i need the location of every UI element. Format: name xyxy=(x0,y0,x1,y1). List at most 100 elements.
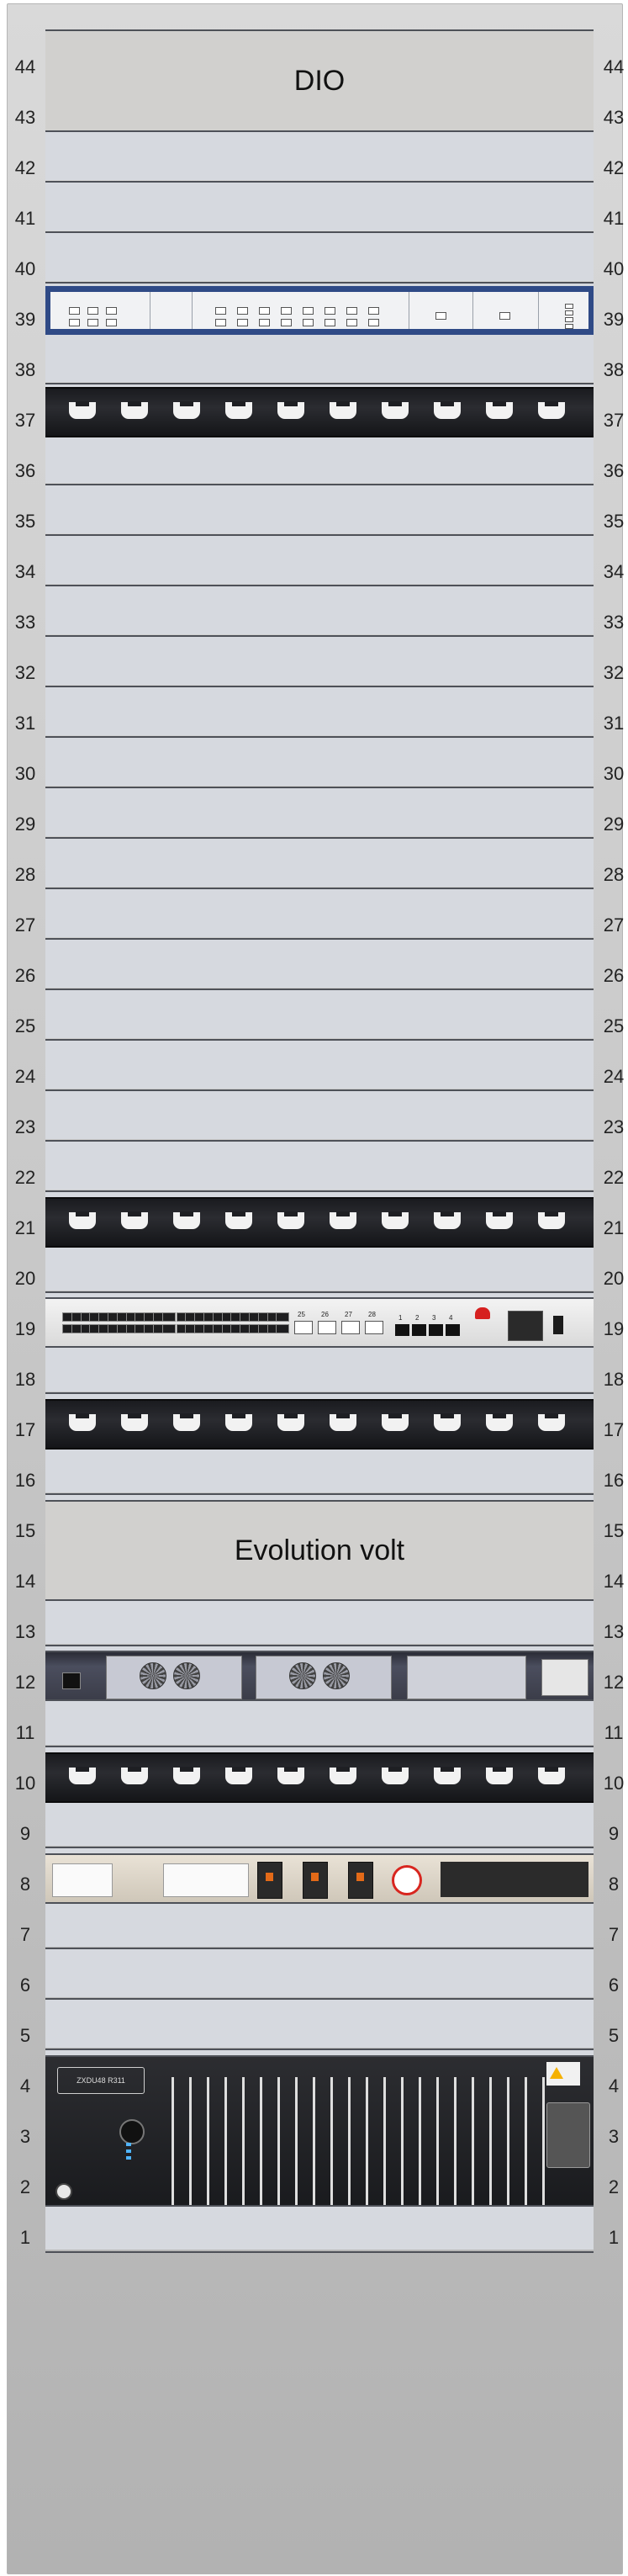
odf-port xyxy=(259,307,270,315)
unit-label: 43 xyxy=(603,107,625,128)
cable-slot xyxy=(121,401,148,419)
vent-slot xyxy=(330,2077,333,2205)
rack-slot xyxy=(45,1594,594,1644)
rack-slot xyxy=(45,1948,594,1997)
unit-label: 40 xyxy=(14,258,36,279)
unit-label: 29 xyxy=(14,814,36,835)
odf-module xyxy=(192,292,409,329)
breaker xyxy=(303,1862,328,1899)
unit-label: 33 xyxy=(603,612,625,633)
cable-slot xyxy=(538,401,565,419)
odf-port xyxy=(368,307,379,315)
rack-slot xyxy=(45,585,594,634)
unit-label: 9 xyxy=(19,1823,31,1844)
cable-slot xyxy=(173,1413,200,1431)
unit-label: 23 xyxy=(603,1116,625,1137)
unit-label: 19 xyxy=(603,1318,625,1339)
vent-slot xyxy=(242,2077,245,2205)
cable-slot xyxy=(225,401,252,419)
odf-port xyxy=(325,307,335,315)
cable-slot xyxy=(538,1767,565,1784)
unit-label: 33 xyxy=(14,612,36,633)
cable-slots xyxy=(45,1413,594,1433)
cable-slot xyxy=(173,1767,200,1784)
unit-label: 2 xyxy=(19,2176,31,2197)
unit-label: 26 xyxy=(14,965,36,986)
cable-slot xyxy=(486,1211,513,1229)
cable-slot xyxy=(69,1211,96,1229)
port-number: 28 xyxy=(368,1311,376,1318)
odf-module xyxy=(409,292,473,329)
cable-slot xyxy=(277,1767,304,1784)
vent-slot xyxy=(207,2077,209,2205)
cable-manager-u21 xyxy=(45,1197,594,1248)
unit-label: 31 xyxy=(14,713,36,734)
unit-label: 36 xyxy=(14,460,36,481)
dio-label: DIO xyxy=(293,64,346,97)
vent-slot xyxy=(277,2077,280,2205)
unit-label: 9 xyxy=(608,1823,620,1844)
rj45-port xyxy=(446,1324,460,1336)
uplink-port xyxy=(318,1321,336,1334)
odf-port xyxy=(565,304,573,309)
power-supply xyxy=(45,1651,594,1701)
odf-port xyxy=(303,307,314,315)
port-number: 2 xyxy=(415,1314,420,1322)
rack-slot xyxy=(45,635,594,685)
vent-slot xyxy=(189,2077,192,2205)
rack-slot xyxy=(45,231,594,281)
unit-label: 41 xyxy=(603,208,625,229)
cable-slot xyxy=(434,1767,461,1784)
vent-slot xyxy=(419,2077,421,2205)
odf-port xyxy=(565,324,573,329)
fan-icon xyxy=(289,1662,316,1689)
unit-label: 36 xyxy=(603,460,625,481)
unit-label: 24 xyxy=(14,1066,36,1087)
unit-label: 40 xyxy=(603,258,625,279)
cable-slot xyxy=(434,1413,461,1431)
pdu-label-plate xyxy=(163,1863,249,1897)
rack-bottom-line xyxy=(45,2251,594,2253)
rj45-port xyxy=(412,1324,426,1336)
unit-label: 25 xyxy=(14,1015,36,1036)
rack-slot xyxy=(45,1140,594,1190)
odf-port xyxy=(565,317,573,322)
unit-label: 20 xyxy=(603,1268,625,1289)
unit-label: 37 xyxy=(603,410,625,431)
cable-slot xyxy=(173,1211,200,1229)
evolution-volt-label: Evolution volt xyxy=(234,1534,405,1566)
unit-label: 4 xyxy=(608,2075,620,2096)
uplink-port xyxy=(341,1321,360,1334)
rack-slot xyxy=(45,989,594,1038)
evolution-volt-panel: Evolution volt xyxy=(45,1500,594,1601)
rack-slot xyxy=(45,686,594,735)
unit-label: 16 xyxy=(603,1470,625,1491)
vent-slot xyxy=(454,2077,456,2205)
cable-slot xyxy=(330,401,356,419)
rack-slot xyxy=(45,938,594,988)
vent-slot xyxy=(472,2077,474,2205)
unit-label: 37 xyxy=(14,410,36,431)
odf-port xyxy=(87,307,98,315)
odf-port xyxy=(106,319,117,326)
cable-slot xyxy=(382,1413,409,1431)
rack-slot xyxy=(45,1897,594,1947)
odf-port xyxy=(325,319,335,326)
unit-label: 44 xyxy=(14,56,36,77)
vent-slot xyxy=(507,2077,509,2205)
unit-label: 1 xyxy=(608,2227,620,2248)
cable-slot xyxy=(486,1413,513,1431)
unit-label: 15 xyxy=(14,1520,36,1541)
odf-port xyxy=(237,319,248,326)
odf-port xyxy=(435,312,446,320)
cable-slot xyxy=(69,1413,96,1431)
status-led xyxy=(126,2156,131,2160)
unit-label: 23 xyxy=(14,1116,36,1137)
unit-label: 20 xyxy=(14,1268,36,1289)
unit-label: 7 xyxy=(608,1924,620,1945)
unit-label: 30 xyxy=(14,763,36,784)
pdu-label-plate xyxy=(52,1863,113,1897)
vent-slot xyxy=(525,2077,527,2205)
rack-slot xyxy=(45,433,594,483)
